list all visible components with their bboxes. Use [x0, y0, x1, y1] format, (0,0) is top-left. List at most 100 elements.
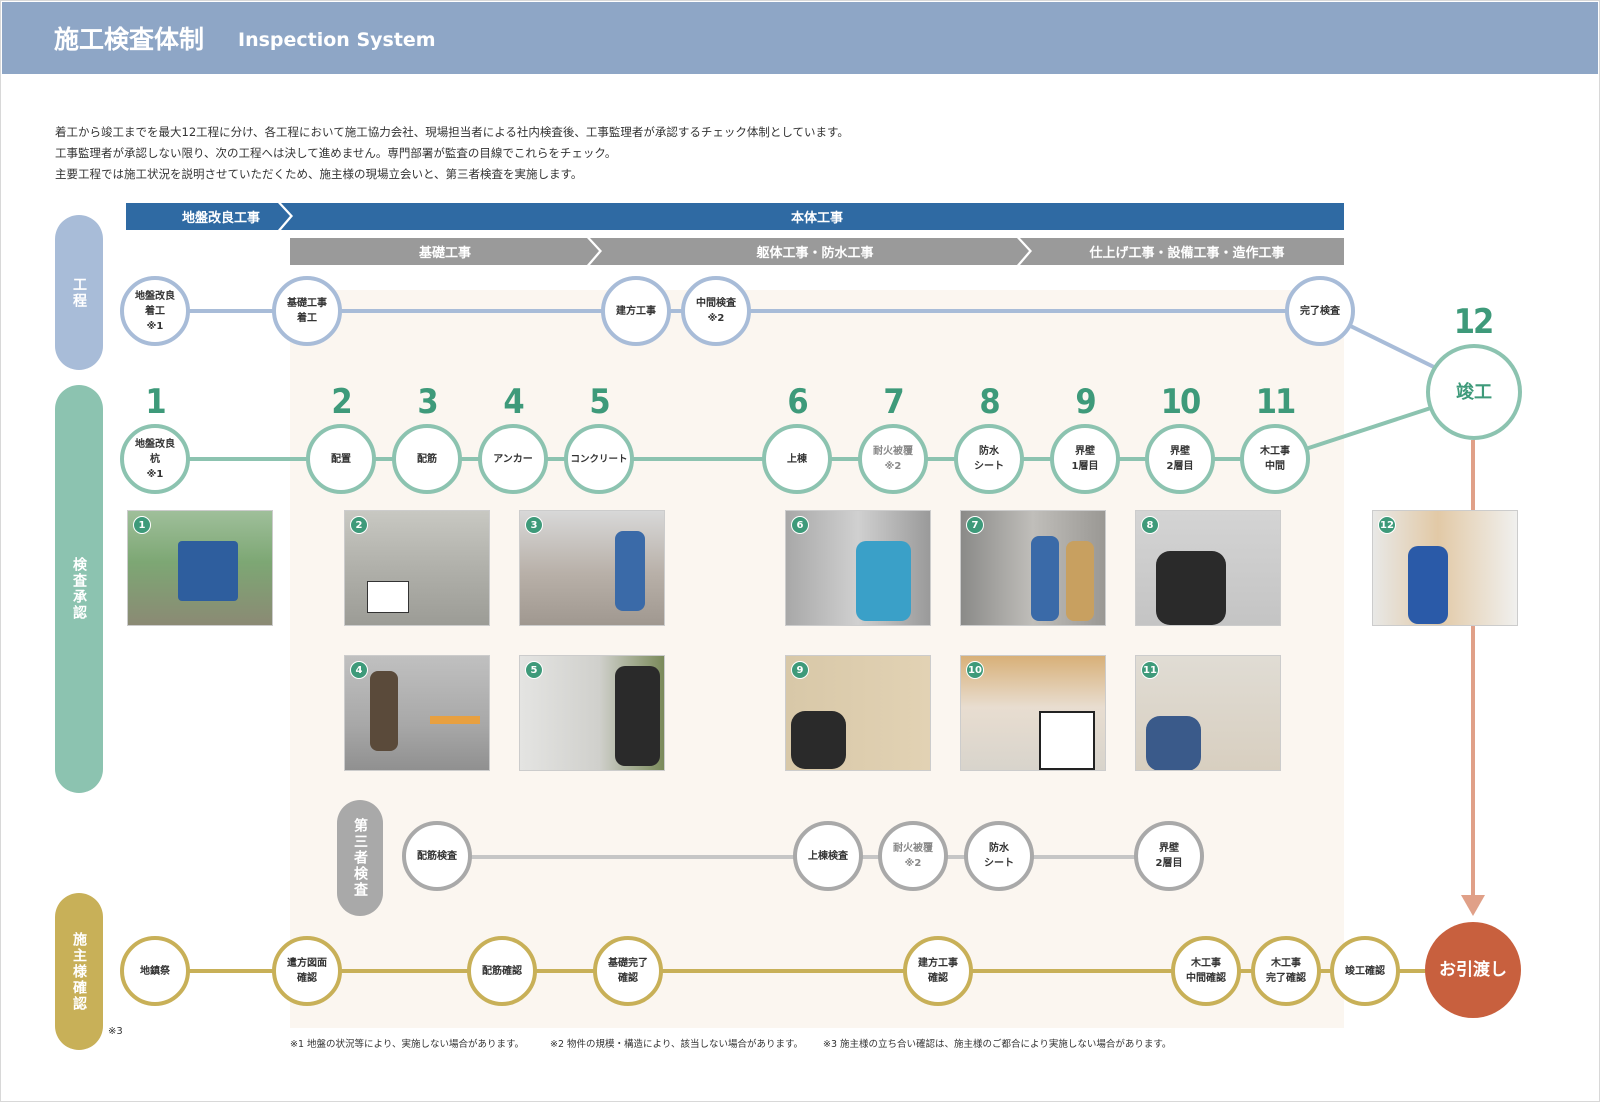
- inspection-node-5: コンクリート: [564, 424, 634, 494]
- photo-badge: 4: [350, 661, 368, 679]
- owner-node-foundation-check: 基礎完了 確認: [593, 936, 663, 1006]
- inspection-photo-12: 12: [1372, 510, 1518, 626]
- inspection-node-8: 防水 シート: [954, 424, 1024, 494]
- photo-badge: 9: [791, 661, 809, 679]
- photo-worker-shape: [615, 531, 645, 611]
- inspection-photo-6: 6: [785, 510, 931, 626]
- owner-node-carpentry-complete: 木工事 完了確認: [1251, 936, 1321, 1006]
- photo-beam-shape: [430, 716, 480, 724]
- photo-worker-shape: [1066, 541, 1094, 621]
- handover-node: お引渡し: [1425, 922, 1521, 1018]
- intro-line: 工事監理者が承認しない限り、次の工程へは決して進めません。専門部署が監査の目線で…: [55, 146, 617, 160]
- third-party-node-fireproof: 耐火被覆 ※2: [878, 821, 948, 891]
- intro-line: 主要工程では施工状況を説明させていただくため、施主様の現場立会いと、第三者検査を…: [55, 167, 583, 181]
- footnote-1: ※1 地盤の状況等により、実施しない場合があります。: [290, 1039, 525, 1050]
- phase-label-finish: 仕上げ工事・設備工事・造作工事: [1089, 246, 1285, 261]
- photo-worker-shape: [856, 541, 911, 621]
- inspection-photo-4: 4: [344, 655, 490, 771]
- photo-board-shape: [1039, 711, 1095, 770]
- phase-label-frame: 躯体工事・防水工事: [756, 246, 874, 261]
- phase-bar-ground: [126, 203, 290, 230]
- step-number-4: 4: [503, 382, 524, 422]
- photo-worker-shape: [1146, 716, 1201, 770]
- step-number-1: 1: [145, 382, 166, 422]
- photo-badge: 12: [1378, 516, 1396, 534]
- inspection-line: [155, 457, 1275, 461]
- owner-line: [155, 969, 1473, 973]
- phase-label-main: 本体工事: [790, 211, 843, 226]
- photo-badge: 8: [1141, 516, 1159, 534]
- photo-machine-shape: [178, 541, 238, 601]
- inspection-node-1: 地盤改良 杭 ※1: [120, 424, 190, 494]
- step-number-6: 6: [787, 382, 808, 422]
- photo-badge: 2: [350, 516, 368, 534]
- page-header: 施工検査体制 Inspection System: [2, 2, 1598, 74]
- photo-badge: 3: [525, 516, 543, 534]
- page-title: 施工検査体制: [54, 25, 205, 54]
- photo-worker-shape: [791, 711, 846, 769]
- phase-bar-finish: [1020, 238, 1344, 265]
- process-node-foundation-start: 基礎工事 着工: [272, 276, 342, 346]
- third-party-node-waterproof: 防水 シート: [964, 821, 1034, 891]
- inspection-photo-7: 7: [960, 510, 1106, 626]
- lane-third-party: 第三者検査: [337, 800, 383, 916]
- completion-node: 竣工: [1426, 344, 1522, 440]
- inspection-node-3: 配筋: [392, 424, 462, 494]
- photo-badge: 5: [525, 661, 543, 679]
- inspection-photo-2: 2: [344, 510, 490, 626]
- owner-node-erection-check: 建方工事 確認: [903, 936, 973, 1006]
- inspection-node-7: 耐火被覆 ※2: [858, 424, 928, 494]
- inspection-photo-1: 1: [127, 510, 273, 626]
- inspection-photo-9: 9: [785, 655, 931, 771]
- inspection-node-4: アンカー: [478, 424, 548, 494]
- lane-owner: 施主様確認: [55, 893, 103, 1050]
- photo-worker-shape: [1408, 546, 1448, 624]
- lane-process: 工程: [55, 215, 103, 370]
- photo-badge: 10: [966, 661, 984, 679]
- intro-line: 着工から竣工までを最大12工程に分け、各工程において施工協力会社、現場担当者によ…: [55, 125, 849, 139]
- inspection-photo-5: 5: [519, 655, 665, 771]
- photo-board-shape: [367, 581, 409, 613]
- inspection-photo-10: 10: [960, 655, 1106, 771]
- photo-badge: 6: [791, 516, 809, 534]
- step-number-10: 10: [1160, 382, 1202, 422]
- inspection-photo-11: 11: [1135, 655, 1281, 771]
- lane-inspection: 検査承認: [55, 385, 103, 793]
- inspection-node-6: 上棟: [762, 424, 832, 494]
- third-party-node-partition: 界壁 2層目: [1134, 821, 1204, 891]
- inspection-node-11: 木工事 中間: [1240, 424, 1310, 494]
- third-party-node-rebar: 配筋検査: [402, 821, 472, 891]
- process-node-final-inspection: 完了検査: [1285, 276, 1355, 346]
- photo-badge: 11: [1141, 661, 1159, 679]
- photo-badge: 7: [966, 516, 984, 534]
- owner-note-mark: ※3: [108, 1026, 123, 1037]
- phase-label-foundation: 基礎工事: [418, 246, 471, 261]
- owner-node-groundbreaking: 地鎮祭: [120, 936, 190, 1006]
- step-number-5: 5: [589, 382, 610, 422]
- inspection-node-9: 界壁 1層目: [1050, 424, 1120, 494]
- phase-label-ground: 地盤改良工事: [181, 211, 260, 226]
- step-number-11: 11: [1255, 382, 1297, 422]
- step-number-9: 9: [1075, 382, 1096, 422]
- inspection-node-2: 配置: [306, 424, 376, 494]
- process-node-erection: 建方工事: [601, 276, 671, 346]
- photo-worker-shape: [1156, 551, 1226, 625]
- inspection-node-10: 界壁 2層目: [1145, 424, 1215, 494]
- phase-bar-main: [281, 203, 1344, 230]
- photo-worker-shape: [1031, 536, 1059, 621]
- step-number-12: 12: [1453, 302, 1495, 342]
- handover-arrow-head: [1461, 895, 1485, 916]
- footnote-3: ※3 施主様の立ち合い確認は、施主様のご都合により実施しない場合があります。: [823, 1039, 1172, 1050]
- footnote-2: ※2 物件の規模・構造により、該当しない場合があります。: [550, 1039, 804, 1050]
- process-node-interim-inspection: 中間検査 ※2: [681, 276, 751, 346]
- owner-node-layout-check: 遣方図面 確認: [272, 936, 342, 1006]
- owner-node-completion-check: 竣工確認: [1330, 936, 1400, 1006]
- owner-node-rebar-check: 配筋確認: [467, 936, 537, 1006]
- step-number-8: 8: [979, 382, 1000, 422]
- third-party-node-framing: 上棟検査: [793, 821, 863, 891]
- step-number-3: 3: [417, 382, 438, 422]
- photo-worker-shape: [615, 666, 660, 766]
- owner-node-carpentry-interim: 木工事 中間確認: [1171, 936, 1241, 1006]
- page-subtitle: Inspection System: [238, 29, 436, 51]
